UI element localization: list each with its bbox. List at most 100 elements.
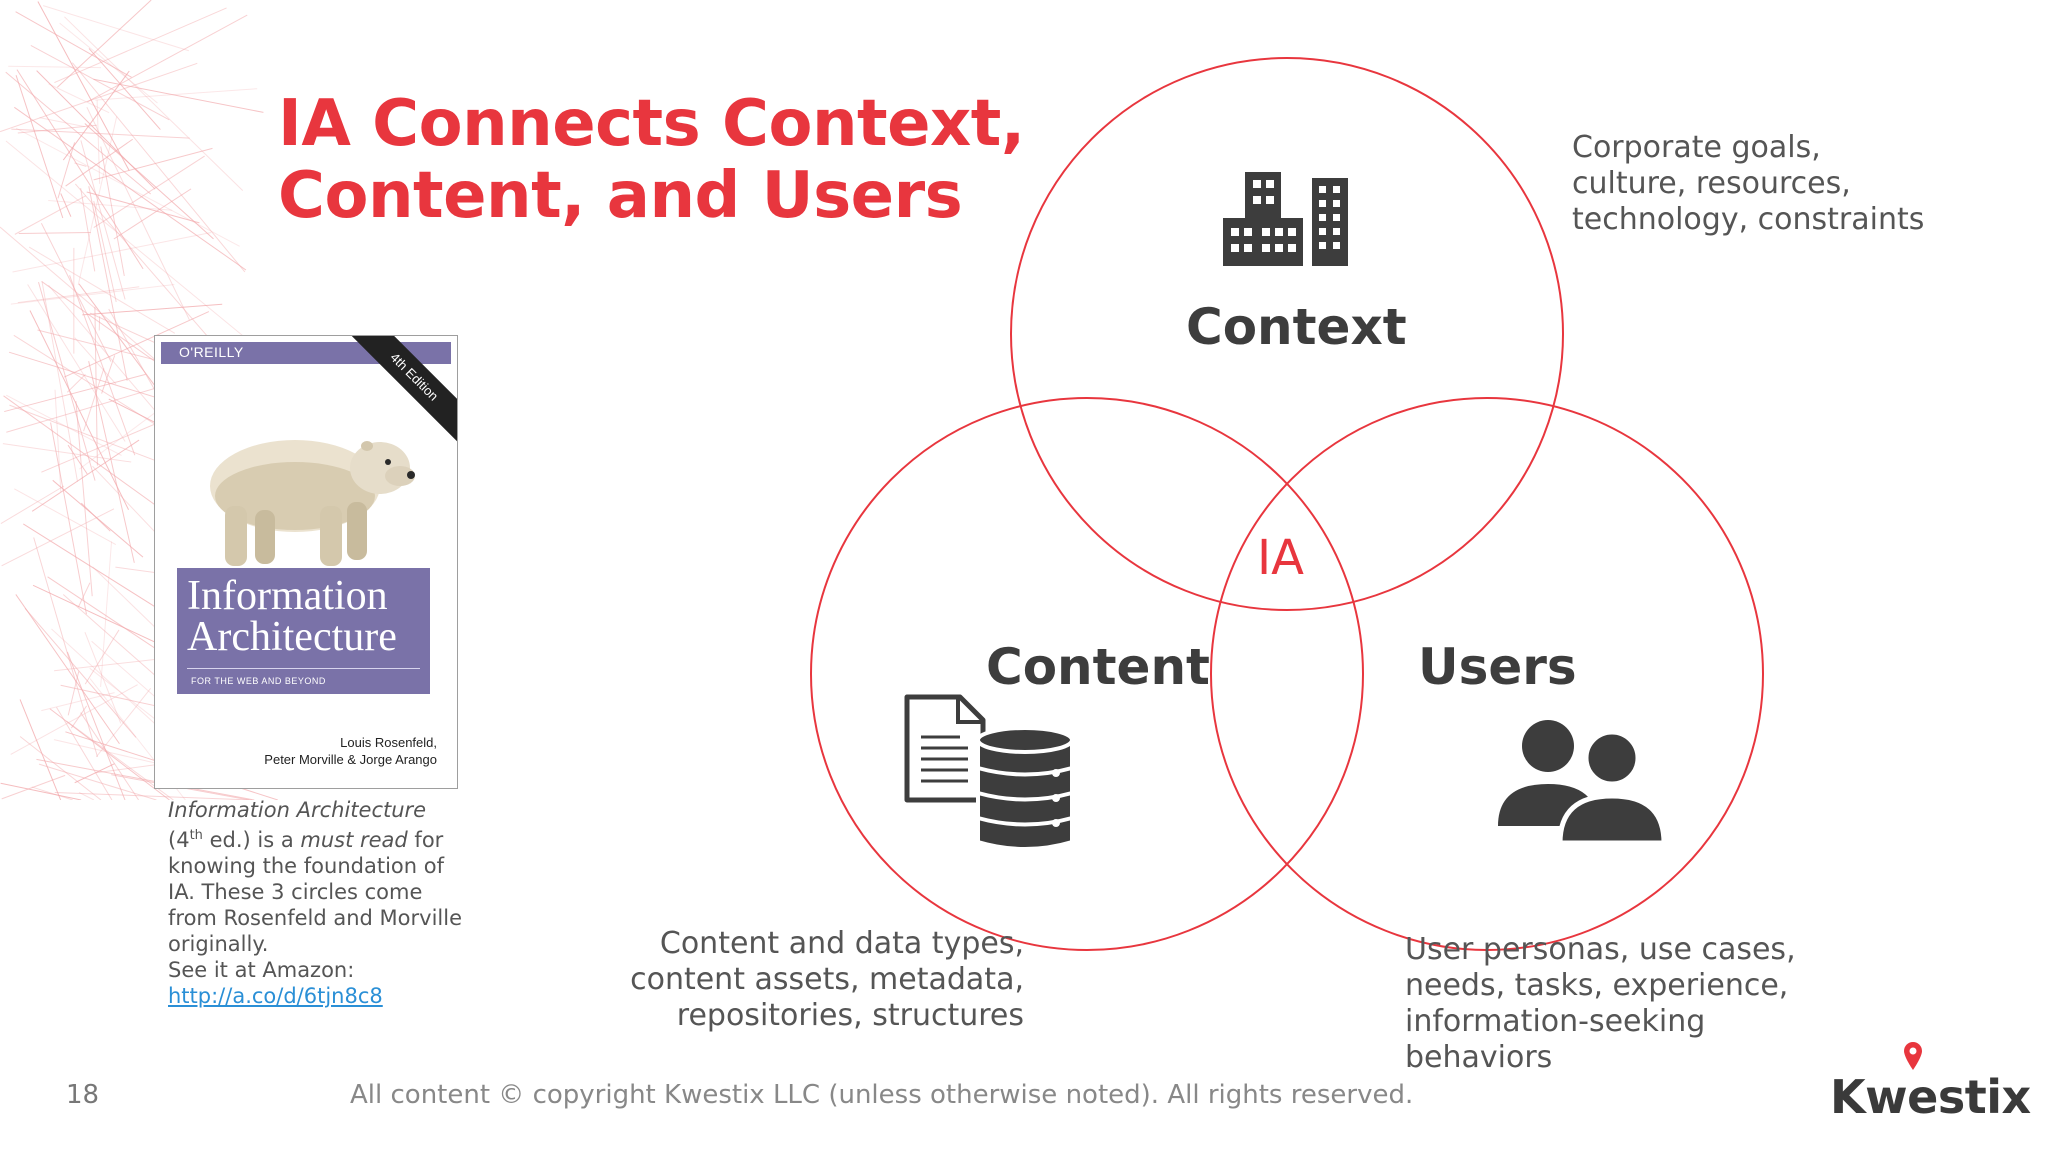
- mesh-line: [48, 83, 110, 114]
- mesh-line: [66, 651, 126, 800]
- mesh-line: [14, 195, 87, 235]
- users-desc-line: information-seeking: [1405, 1004, 1706, 1039]
- page-title: IA Connects Context, Content, and Users: [278, 88, 1038, 232]
- users-label: Users: [1418, 638, 1577, 696]
- context-description: Corporate goals, culture, resources, tec…: [1572, 130, 1924, 238]
- mesh-line: [57, 142, 76, 199]
- mesh-line: [1, 774, 66, 800]
- users-circle: [1210, 397, 1764, 951]
- mesh-line: [33, 537, 98, 758]
- mesh-line: [28, 246, 176, 334]
- mesh-line: [100, 541, 113, 687]
- mesh-line: [77, 116, 118, 285]
- mesh-line: [15, 11, 132, 78]
- mesh-line: [67, 671, 80, 716]
- mesh-line: [4, 373, 146, 413]
- must-read: must read: [300, 828, 408, 852]
- title-line-1: IA Connects Context,: [278, 87, 1025, 161]
- mesh-line: [11, 128, 190, 139]
- mesh-line: [16, 69, 144, 270]
- page-number: 18: [66, 1080, 100, 1110]
- mesh-line: [18, 232, 91, 235]
- mesh-line: [67, 444, 88, 475]
- book-author-line-2: Peter Morville & Jorge Arango: [264, 752, 437, 767]
- mesh-line: [59, 22, 158, 104]
- mesh-line: [10, 684, 138, 755]
- mesh-line: [88, 186, 128, 381]
- mesh-line: [41, 692, 115, 712]
- book-title: Information Architecture: [187, 573, 397, 660]
- book-cover[interactable]: O'REILLY 4th Edition Information Archite…: [154, 335, 458, 789]
- mesh-line: [93, 78, 264, 113]
- mesh-line: [27, 284, 126, 442]
- mesh-line: [48, 200, 173, 211]
- mesh-line: [62, 70, 130, 161]
- see-it-text: See it at Amazon:: [168, 958, 355, 982]
- mesh-line: [94, 306, 98, 466]
- mesh-line: [101, 355, 116, 394]
- mesh-line: [14, 106, 247, 271]
- mesh-line: [77, 582, 91, 608]
- title-line-2: Content, and Users: [278, 159, 963, 233]
- wireframe-background: [0, 0, 278, 800]
- mesh-line: [54, 791, 252, 800]
- context-desc-line: culture, resources,: [1572, 166, 1851, 201]
- mesh-line: [15, 127, 240, 247]
- mesh-line: [74, 763, 115, 784]
- mesh-line: [66, 374, 86, 393]
- mesh-line: [17, 286, 140, 304]
- mesh-line: [17, 124, 97, 134]
- book-title-line-1: Information: [187, 573, 388, 619]
- mesh-line: [64, 311, 210, 378]
- mesh-line: [84, 631, 122, 724]
- mesh-line: [12, 232, 212, 273]
- mesh-line: [56, 707, 113, 800]
- mesh-line: [74, 162, 87, 167]
- mesh-line: [88, 48, 161, 130]
- mesh-line: [19, 699, 62, 800]
- mesh-line: [86, 106, 190, 321]
- mesh-line: [83, 368, 105, 432]
- document-database-icon: [904, 694, 1074, 851]
- mesh-line: [75, 400, 93, 597]
- mesh-line: [30, 44, 170, 121]
- mesh-line: [37, 1, 130, 171]
- mesh-line: [54, 7, 227, 84]
- mesh-line: [5, 71, 152, 195]
- book-author-line-1: Louis Rosenfeld,: [340, 735, 437, 750]
- book-note: Information Architecture (4th ed.) is a …: [168, 797, 468, 1009]
- users-desc-line: User personas, use cases,: [1405, 932, 1796, 967]
- mesh-line: [93, 147, 213, 181]
- mesh-line: [64, 16, 244, 191]
- mesh-line: [86, 191, 200, 224]
- context-desc-line: technology, constraints: [1572, 202, 1925, 237]
- mesh-line: [80, 187, 96, 272]
- mesh-line: [43, 5, 190, 52]
- mesh-line: [38, 281, 96, 481]
- mesh-line: [14, 488, 117, 545]
- content-desc-line: content assets, metadata,: [630, 962, 1024, 997]
- mesh-line: [15, 75, 64, 219]
- mesh-line: [19, 736, 102, 800]
- amazon-link[interactable]: http://a.co/d/6tjn8c8: [168, 984, 383, 1008]
- mesh-line: [24, 607, 137, 738]
- users-desc-line: behaviors: [1405, 1040, 1553, 1075]
- mesh-line: [78, 791, 95, 800]
- mesh-line: [82, 303, 223, 316]
- mesh-line: [69, 275, 136, 456]
- mesh-line: [15, 594, 120, 745]
- book-subtitle: FOR THE WEB AND BEYOND: [191, 676, 326, 686]
- users-description: User personas, use cases, needs, tasks, …: [1405, 932, 1796, 1076]
- book-title-line-2: Architecture: [187, 614, 397, 660]
- mesh-line: [1, 508, 115, 567]
- users-icon: [1498, 720, 1667, 846]
- mesh-line: [57, 0, 152, 88]
- mesh-line: [84, 629, 120, 685]
- content-circle: [810, 397, 1364, 951]
- context-circle: [1010, 57, 1564, 611]
- mesh-line: [0, 485, 65, 524]
- book-authors: Louis Rosenfeld, Peter Morville & Jorge …: [264, 734, 437, 768]
- mesh-line: [113, 188, 192, 240]
- mesh-line: [74, 337, 117, 385]
- edition-suffix: ed.) is a: [202, 828, 301, 852]
